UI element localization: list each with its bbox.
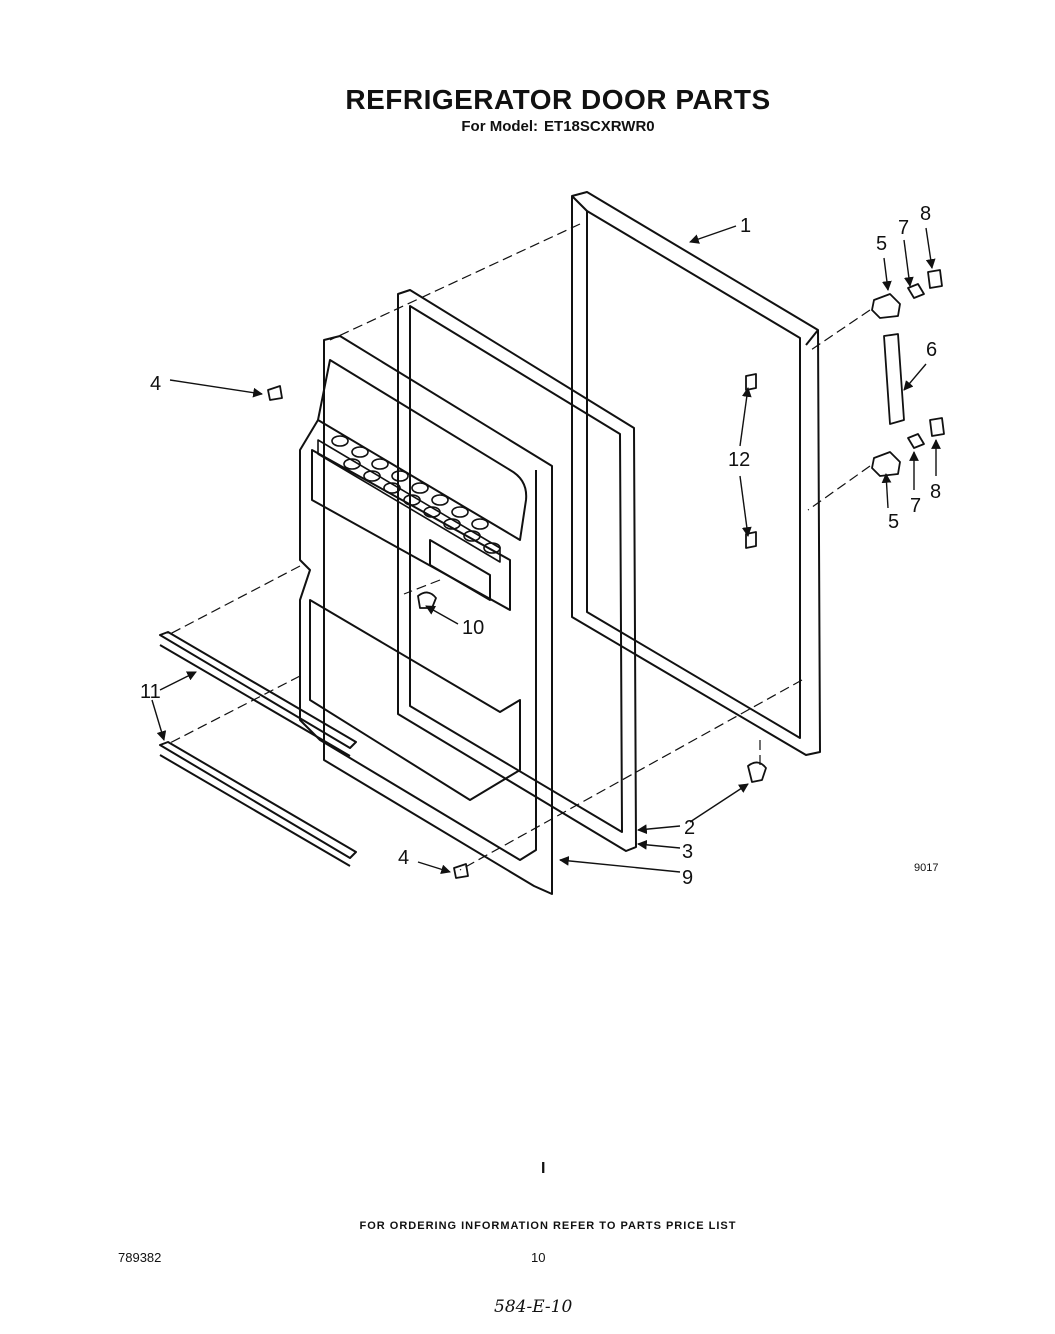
callout-2: 2 — [684, 817, 695, 839]
assembly-lines — [167, 223, 871, 871]
callout-labels: 1 2 3 4 4 5 5 6 7 7 8 8 9 10 11 12 — [140, 203, 941, 889]
model-label: For Model: — [461, 118, 539, 135]
callout-10: 10 — [462, 617, 484, 639]
callout-9: 9 — [682, 867, 693, 889]
page-mark: I — [541, 1160, 546, 1177]
callout-5-bottom: 5 — [888, 511, 899, 533]
callout-6: 6 — [926, 339, 937, 361]
callout-5-top: 5 — [876, 233, 887, 255]
leader-arrows — [151, 225, 941, 875]
model-subtitle: For Model: ET18SCXRWR0 — [0, 118, 1055, 135]
ordering-note: FOR ORDERING INFORMATION REFER TO PARTS … — [359, 1220, 737, 1232]
model-number: ET18SCXRWR0 — [544, 118, 655, 135]
page-number: 10 — [531, 1250, 546, 1265]
callout-12: 12 — [728, 449, 750, 471]
shelf-bars — [159, 631, 357, 867]
callout-3: 3 — [682, 841, 693, 863]
door-liner — [397, 289, 637, 852]
callout-8-top: 8 — [920, 203, 931, 225]
document-number: 789382 — [118, 1250, 162, 1265]
callout-1: 1 — [740, 215, 751, 237]
callout-7-top: 7 — [898, 217, 909, 239]
page-title: REFRIGERATOR DOOR PARTS — [345, 84, 771, 115]
handwritten-note: 584-E-10 — [494, 1297, 573, 1317]
callout-4-top: 4 — [150, 373, 161, 395]
outer-door-panel — [571, 191, 821, 756]
callout-7-bottom: 7 — [910, 495, 921, 517]
callout-8-bottom: 8 — [930, 481, 941, 503]
egg-tray — [317, 435, 501, 563]
callout-4-bottom: 4 — [398, 847, 409, 869]
diagram-code: 9017 — [914, 862, 939, 874]
callout-11: 11 — [140, 681, 161, 703]
